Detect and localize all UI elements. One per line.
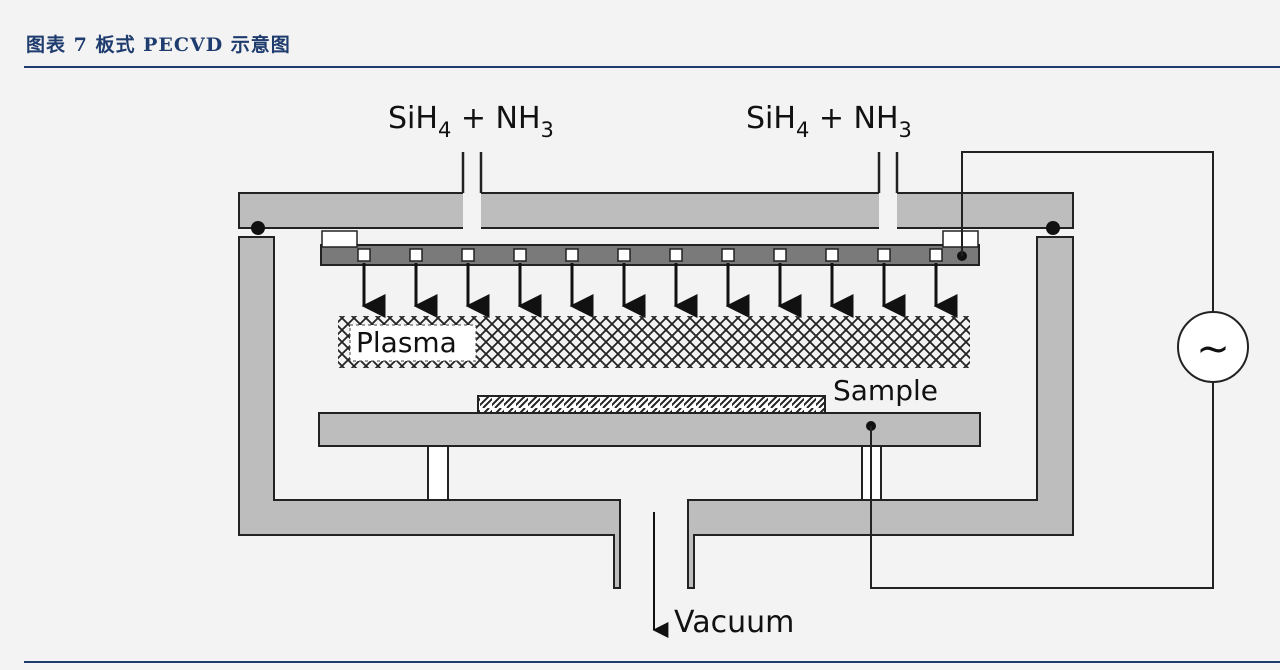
rf-wire-bottom (870, 383, 1214, 589)
nozzle (357, 248, 371, 262)
chamber-lid (238, 192, 1074, 229)
rf-source-tilde: ~ (1196, 326, 1230, 372)
rf-wire-top (961, 151, 1214, 311)
plasma-label: Plasma (356, 326, 457, 359)
nozzle (773, 248, 787, 262)
top-divider (24, 66, 1280, 68)
nozzle (721, 248, 735, 262)
bottom-divider (24, 661, 1280, 663)
figure-title: 图表 7 板式 PECVD 示意图 (26, 34, 291, 56)
substrate-electrode (318, 412, 981, 447)
nozzle (513, 248, 527, 262)
seal-dot-right (1046, 221, 1060, 235)
nozzle (461, 248, 475, 262)
seal-dot-left (251, 221, 265, 235)
sample-label: Sample (833, 374, 938, 407)
gas-inlet-gap-left (463, 191, 481, 230)
vacuum-label: Vacuum (674, 605, 794, 640)
nozzle (617, 248, 631, 262)
nozzle (565, 248, 579, 262)
showerhead-electrode (320, 244, 980, 266)
plasma-label-box (349, 324, 477, 362)
nozzle (825, 248, 839, 262)
sample-wafer-hatch (479, 397, 824, 413)
nozzle (409, 248, 423, 262)
gas-inlet-label-left: SiH4 + NH3 (388, 101, 554, 142)
gas-inlet-pipe-right (877, 152, 899, 193)
gas-inlet-pipe-left (461, 152, 483, 193)
gas-flow-arrows (361, 263, 958, 318)
gas-nozzles (357, 248, 943, 262)
nozzle (669, 248, 683, 262)
nozzle (877, 248, 891, 262)
chamber-body-left (238, 236, 621, 589)
showerhead-insulator-right (942, 230, 979, 248)
nozzle (929, 248, 943, 262)
gas-inlet-gap-right (879, 191, 897, 230)
rf-source-symbol (1177, 311, 1249, 383)
showerhead-insulator-left (321, 230, 358, 248)
gas-inlet-label-right: SiH4 + NH3 (746, 101, 912, 142)
support-left (427, 445, 449, 501)
chamber-body-right (687, 236, 1074, 589)
